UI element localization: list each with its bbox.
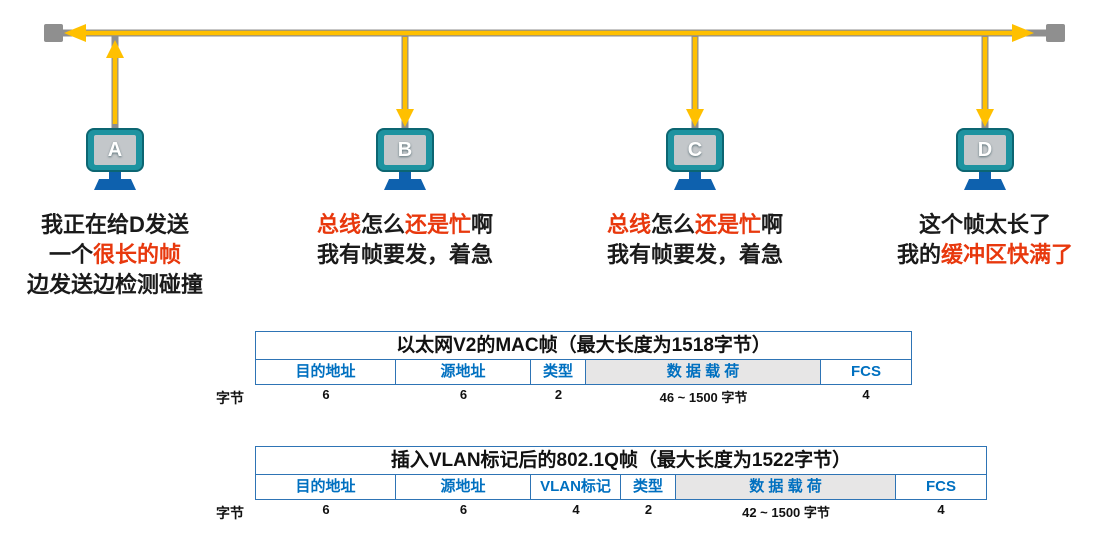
computer-node-D: D 这个帧太长了我的缓冲区快满了: [870, 128, 1095, 270]
signal-arrowhead-up-A: [106, 40, 124, 58]
byte-count-cell: 2: [644, 502, 653, 517]
bytes-label: 字节: [216, 505, 244, 521]
computer-label: D: [977, 139, 993, 161]
monitor-stand-neck: [979, 172, 991, 179]
speech-segment: 我有帧要发，着急: [606, 242, 783, 267]
bytes-label: 字节: [216, 390, 244, 406]
speech-segment: 边发送边检测碰撞: [26, 272, 203, 297]
speech-segment: 我有帧要发，着急: [316, 242, 493, 267]
speech-line: 一个很长的帧: [0, 240, 230, 270]
speech-text-D: 这个帧太长了我的缓冲区快满了: [870, 210, 1095, 270]
field-cell: 类型: [621, 475, 676, 499]
computer-label: A: [107, 139, 123, 161]
byte-count-cell: 6: [322, 387, 330, 402]
speech-segment: 怎么: [360, 212, 405, 237]
field-cell: 类型: [531, 360, 586, 384]
monitor-stand-neck: [109, 172, 121, 179]
field-cell: 源地址: [396, 475, 531, 499]
speech-line: 我的缓冲区快满了: [870, 240, 1095, 270]
signal-arrowhead-down-D: [976, 109, 994, 127]
table-bytes-row: 字节 6 6 2 46 ~ 1500 字节 4: [216, 387, 911, 406]
frame-table-1: 以太网V2的MAC帧（最大长度为1518字节）目的地址源地址类型数 据 载 荷 F…: [216, 331, 912, 406]
bus-terminator-right: [1046, 24, 1065, 42]
bus-terminator-left: [44, 24, 63, 42]
table-title: 插入VLAN标记后的802.1Q帧（最大长度为1522字节）: [256, 447, 986, 475]
byte-count-cell: 42 ~ 1500 字节: [742, 505, 830, 520]
signal-arrowhead-down-B: [396, 109, 414, 127]
field-cell: 数 据 载 荷: [676, 475, 896, 499]
monitor-screen: D: [964, 135, 1006, 165]
speech-segment: 一个: [48, 242, 93, 267]
monitor-screen: B: [384, 135, 426, 165]
speech-segment: 我正在给D发送: [41, 212, 189, 237]
field-cell: 目的地址: [256, 360, 396, 384]
speech-line: 总线怎么还是忙啊: [290, 210, 520, 240]
byte-count-cell: 6: [459, 387, 468, 402]
byte-count-cell: 4: [862, 387, 870, 402]
monitor-stand-base: [964, 179, 1006, 190]
table-bytes-row: 字节 6 6 4 2 42 ~ 1500 字节 4: [216, 502, 986, 521]
byte-count-cell: 6: [459, 502, 468, 517]
monitor-stand-base: [674, 179, 716, 190]
computer-monitor-D: D: [956, 128, 1014, 172]
signal-arrowhead-down-C: [686, 109, 704, 127]
byte-count-cell: 2: [554, 387, 563, 402]
bus-network-diagram: [44, 24, 1065, 131]
byte-count-cell: 4: [572, 502, 580, 517]
monitor-screen: A: [94, 135, 136, 165]
signal-arrowhead-left: [64, 24, 86, 42]
speech-line: 这个帧太长了: [870, 210, 1095, 240]
monitor-stand-neck: [689, 172, 701, 179]
signal-arrowhead-right: [1012, 24, 1034, 42]
speech-line: 总线怎么还是忙啊: [580, 210, 810, 240]
field-cell: 目的地址: [256, 475, 396, 499]
speech-segment: 啊: [471, 212, 494, 237]
field-cell: FCS: [851, 363, 881, 380]
speech-segment: 总线: [316, 212, 361, 237]
speech-segment: 很长的帧: [93, 242, 182, 267]
speech-segment: 啊: [761, 212, 784, 237]
field-cell: FCS: [926, 478, 956, 495]
table-title: 以太网V2的MAC帧（最大长度为1518字节）: [256, 332, 911, 360]
speech-segment: 还是忙: [695, 212, 762, 237]
speech-text-C: 总线怎么还是忙啊我有帧要发，着急: [580, 210, 810, 270]
speech-line: 我有帧要发，着急: [580, 240, 810, 270]
speech-segment: 还是忙: [405, 212, 472, 237]
monitor-stand-base: [384, 179, 426, 190]
computer-monitor-A: A: [86, 128, 144, 172]
monitor-stand-base: [94, 179, 136, 190]
speech-segment: 我的: [896, 242, 941, 267]
field-cell: VLAN标记: [531, 475, 621, 499]
computer-monitor-C: C: [666, 128, 724, 172]
byte-count-cell: 46 ~ 1500 字节: [659, 390, 748, 405]
computer-monitor-B: B: [376, 128, 434, 172]
field-cell: 数 据 载 荷: [586, 360, 821, 384]
speech-segment: 怎么: [650, 212, 695, 237]
byte-count-cell: 4: [937, 502, 945, 517]
table-field-row: 目的地址源地址类型数 据 载 荷 FCS: [256, 360, 911, 384]
byte-count-cell: 6: [322, 502, 330, 517]
speech-text-B: 总线怎么还是忙啊我有帧要发，着急: [290, 210, 520, 270]
computer-label: B: [397, 139, 413, 161]
monitor-stand-neck: [399, 172, 411, 179]
computer-label: C: [687, 139, 703, 161]
speech-text-A: 我正在给D发送一个很长的帧边发送边检测碰撞: [0, 210, 230, 300]
speech-line: 我正在给D发送: [0, 210, 230, 240]
field-cell: 源地址: [396, 360, 531, 384]
monitor-screen: C: [674, 135, 716, 165]
speech-segment: 总线: [606, 212, 651, 237]
speech-line: 边发送边检测碰撞: [0, 270, 230, 300]
speech-line: 我有帧要发，着急: [290, 240, 520, 270]
speech-segment: 这个帧太长了: [918, 212, 1051, 237]
speech-segment: 缓冲区快满了: [941, 242, 1074, 267]
